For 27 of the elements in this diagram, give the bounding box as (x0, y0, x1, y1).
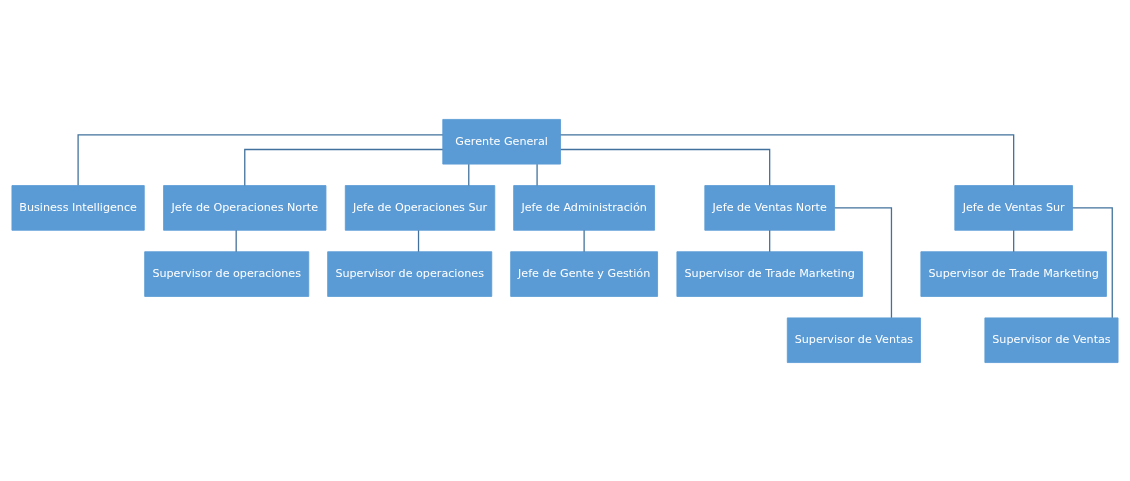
node-box: Gerente General (442, 118, 561, 165)
connector (77, 133, 444, 186)
connector (769, 229, 771, 252)
connector (1013, 229, 1015, 252)
node-box: Jefe de Ventas Norte (704, 184, 835, 231)
connector (536, 163, 538, 186)
connector (468, 163, 470, 186)
connector (560, 133, 1015, 186)
connector (235, 229, 237, 252)
node-box: Jefe de Operaciones Sur (344, 184, 496, 231)
node-box: Jefe de Administración (513, 184, 655, 231)
node-box: Supervisor de operaciones (327, 250, 493, 297)
node-box: Jefe de Operaciones Norte (163, 184, 327, 231)
connector (583, 229, 585, 252)
node-box: Jefe de Ventas Sur (954, 184, 1073, 231)
connector (560, 148, 771, 186)
node-box: Supervisor de Ventas (984, 316, 1119, 363)
node-box: Business Intelligence (11, 184, 145, 231)
node-box: Jefe de Gente y Gestión (510, 250, 658, 297)
connector (417, 229, 420, 252)
node-box: Supervisor de operaciones (144, 250, 310, 297)
node-box: Supervisor de Trade Marketing (676, 250, 863, 297)
connector (1072, 206, 1113, 318)
connector (244, 148, 444, 186)
node-box: Supervisor de Trade Marketing (920, 250, 1107, 297)
node-box: Supervisor de Ventas (786, 316, 921, 363)
connector (834, 206, 893, 318)
